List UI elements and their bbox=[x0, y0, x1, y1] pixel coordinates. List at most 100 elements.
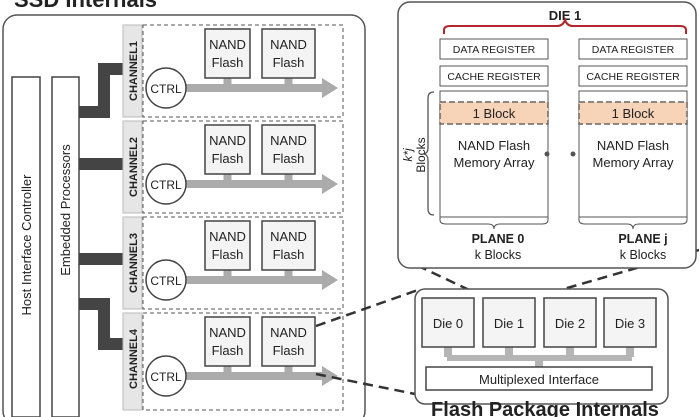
block-highlight bbox=[578, 101, 688, 125]
ctrl-circle bbox=[145, 259, 187, 301]
nand-label: NAND bbox=[209, 229, 246, 244]
nand-label: NAND bbox=[270, 133, 307, 148]
data-register bbox=[439, 38, 549, 60]
flash-label: Flash bbox=[212, 247, 244, 262]
ctrl-circle bbox=[145, 163, 187, 205]
die-3 bbox=[603, 297, 657, 348]
plane-blocks: k Blocks bbox=[620, 248, 667, 262]
plane-name: PLANE 0 bbox=[472, 232, 525, 246]
nand-stub bbox=[284, 174, 293, 181]
die-0 bbox=[421, 297, 475, 348]
channel-box bbox=[142, 120, 344, 214]
ellipsis-dot bbox=[544, 151, 550, 157]
nand-stub bbox=[223, 78, 232, 85]
die-brace bbox=[443, 16, 687, 34]
die-1 bbox=[482, 297, 536, 348]
nand-label: NAND bbox=[209, 37, 246, 52]
package-title: Flash Package Internals bbox=[431, 399, 659, 417]
flash-label: Flash bbox=[273, 55, 305, 70]
block-label: 1 Block bbox=[612, 106, 655, 121]
channel-label: CHANNEL3 bbox=[128, 233, 140, 293]
die-stub bbox=[566, 347, 574, 357]
die-stub bbox=[444, 347, 452, 357]
channel-connectors bbox=[79, 63, 124, 350]
die-stub bbox=[505, 347, 513, 357]
host-interface-controller-label: Host Interface Controller bbox=[19, 174, 34, 316]
nand-flash-chip bbox=[204, 28, 251, 79]
channel-label: CHANNEL1 bbox=[128, 41, 140, 101]
channel-label: CHANNEL4 bbox=[128, 328, 140, 389]
nand-stub bbox=[223, 270, 232, 277]
channel-label-strip bbox=[122, 24, 143, 118]
channel-label-strip bbox=[122, 120, 143, 214]
channel-bus-arrow bbox=[186, 276, 326, 284]
cache-register bbox=[578, 65, 688, 87]
plane-blocks: k Blocks bbox=[475, 248, 522, 262]
cache-register bbox=[439, 65, 549, 87]
connector-channel4 bbox=[79, 298, 124, 350]
ctrl-label: CTRL bbox=[150, 370, 182, 384]
multiplexed-interface bbox=[425, 366, 653, 391]
nand-stub bbox=[284, 78, 293, 85]
die-stub bbox=[626, 347, 634, 357]
data-register bbox=[578, 38, 688, 60]
nand-flash-chip bbox=[261, 316, 316, 367]
connector-channel3 bbox=[79, 253, 124, 265]
arrow-head-icon bbox=[322, 174, 338, 194]
nand-label: NAND bbox=[270, 325, 307, 340]
flash-label: Flash bbox=[212, 343, 244, 358]
host-interface-controller bbox=[11, 76, 41, 417]
cache-register-label: CACHE REGISTER bbox=[586, 71, 680, 83]
nand-flash-chip bbox=[261, 124, 316, 175]
array-label: NAND Flash bbox=[597, 138, 669, 153]
channel-bus-arrow bbox=[186, 180, 326, 188]
array-label: NAND Flash bbox=[458, 138, 530, 153]
die-title: DIE 1 bbox=[549, 8, 582, 23]
kj-brace bbox=[423, 91, 435, 216]
embedded-processors bbox=[51, 76, 80, 417]
nand-flash-chip bbox=[261, 220, 316, 271]
data-register-label: DATA REGISTER bbox=[592, 44, 675, 56]
connector-channel2 bbox=[79, 158, 124, 170]
arrow-head-icon bbox=[322, 78, 338, 98]
flash-label: Flash bbox=[273, 247, 305, 262]
plane-brace bbox=[439, 217, 549, 230]
array-label: Memory Array bbox=[454, 155, 535, 170]
channel-label: CHANNEL2 bbox=[128, 137, 140, 197]
block-label: 1 Block bbox=[473, 106, 516, 121]
arrow-head-icon bbox=[322, 366, 338, 386]
block-highlight bbox=[439, 101, 549, 125]
ssd-box bbox=[2, 14, 366, 417]
flash-label: Flash bbox=[273, 343, 305, 358]
ctrl-label: CTRL bbox=[150, 274, 182, 288]
ctrl-label: CTRL bbox=[150, 178, 182, 192]
channel-bus-arrow bbox=[186, 372, 326, 380]
flash-label: Flash bbox=[273, 151, 305, 166]
channel-bus-arrow bbox=[186, 84, 326, 92]
cache-register-label: CACHE REGISTER bbox=[447, 71, 541, 83]
ctrl-label: CTRL bbox=[150, 82, 182, 96]
nand-label: NAND bbox=[209, 325, 246, 340]
die-2 bbox=[543, 297, 597, 348]
channel-label-strip bbox=[122, 312, 143, 411]
nand-label: NAND bbox=[209, 133, 246, 148]
nand-flash-chip bbox=[204, 124, 251, 175]
nand-stub bbox=[284, 366, 293, 373]
ssd-title: SSD Internals bbox=[14, 0, 157, 12]
channel-label-strip bbox=[122, 216, 143, 310]
package-bus-stub bbox=[535, 355, 543, 367]
nand-label: NAND bbox=[270, 37, 307, 52]
nand-flash-chip bbox=[204, 220, 251, 271]
plane-name: PLANE j bbox=[618, 232, 667, 246]
channel-box bbox=[142, 312, 344, 411]
nand-stub bbox=[284, 270, 293, 277]
die-label: Die 3 bbox=[615, 316, 645, 331]
flash-label: Flash bbox=[212, 151, 244, 166]
arrow-head-icon bbox=[322, 270, 338, 290]
